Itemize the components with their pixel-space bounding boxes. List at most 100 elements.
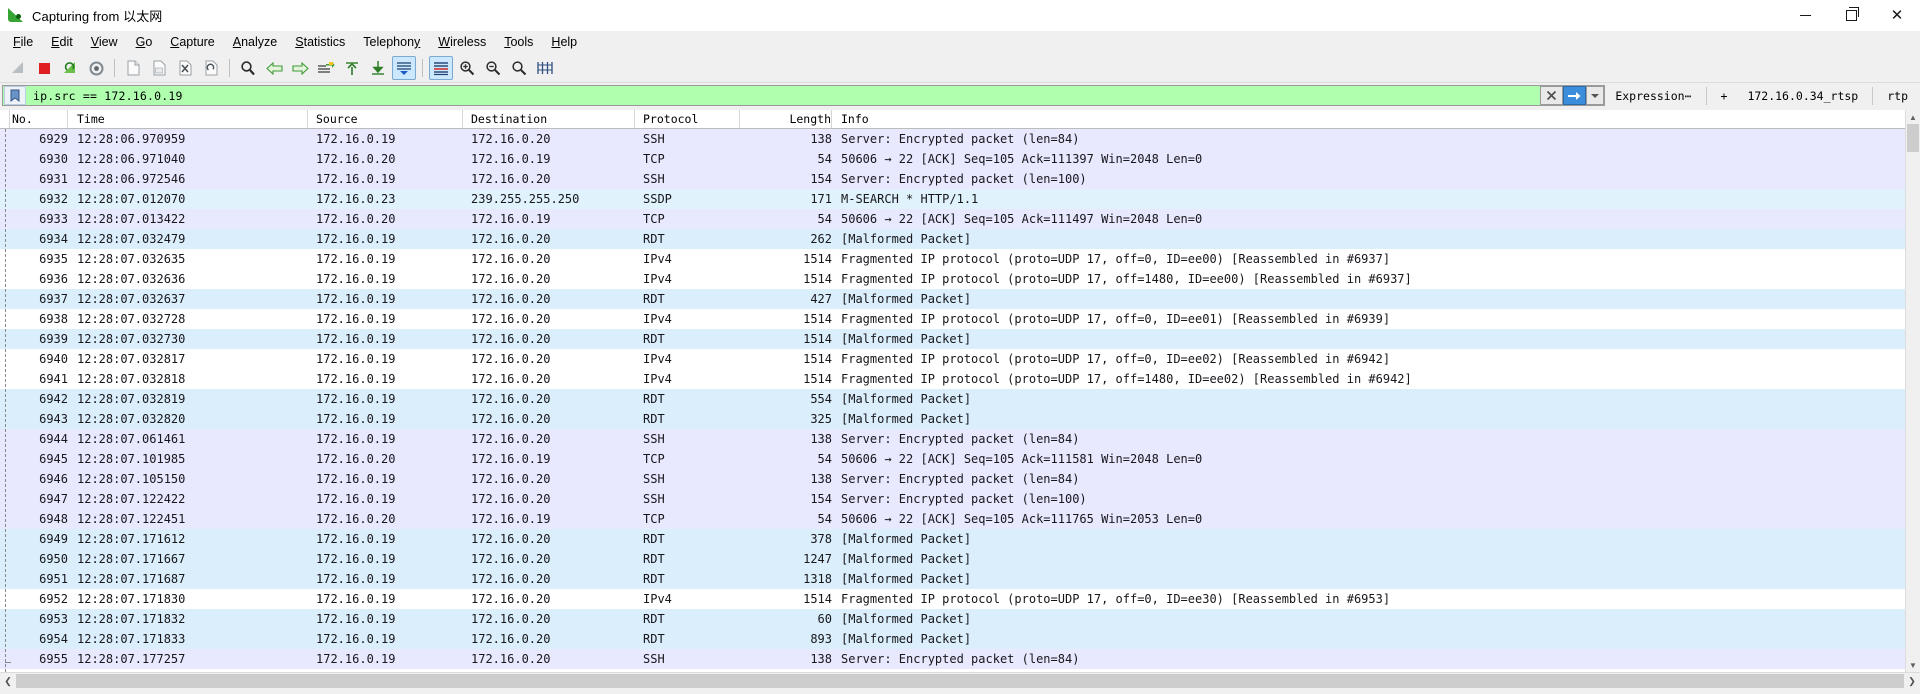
stop-capture-icon[interactable] xyxy=(32,56,56,80)
cell-destination: 172.16.0.19 xyxy=(471,452,551,466)
normal-size-icon[interactable] xyxy=(507,56,531,80)
menu-telephony[interactable]: Telephony xyxy=(363,35,421,49)
auto-scroll-icon[interactable] xyxy=(392,56,416,80)
resize-columns-icon[interactable] xyxy=(533,56,557,80)
menu-wireless[interactable]: Wireless xyxy=(438,35,487,49)
reload-file-icon[interactable] xyxy=(199,56,223,80)
window-title: Capturing from 以太网 xyxy=(32,8,163,24)
column-header-info[interactable]: Info xyxy=(832,110,1920,128)
clear-filter-icon[interactable] xyxy=(1540,86,1564,105)
cell-length: 1514 xyxy=(803,252,832,266)
close-button[interactable]: ✕ xyxy=(1874,0,1920,30)
menu-go[interactable]: Go xyxy=(135,35,153,49)
go-to-last-packet-icon[interactable] xyxy=(366,56,390,80)
menu-view[interactable]: View xyxy=(90,35,118,49)
menu-analyze[interactable]: Analyze xyxy=(232,35,278,49)
minimize-button[interactable] xyxy=(1782,0,1828,30)
vertical-scroll-thumb[interactable] xyxy=(1907,124,1919,152)
maximize-button[interactable] xyxy=(1828,0,1874,30)
cell-time: 12:28:07.122422 xyxy=(77,492,186,506)
filter-expression-button[interactable]: Expression⋯ xyxy=(1615,89,1692,103)
close-file-icon[interactable] xyxy=(173,56,197,80)
menu-help[interactable]: Help xyxy=(551,35,578,49)
colorize-packets-icon[interactable] xyxy=(429,56,453,80)
go-to-first-packet-icon[interactable] xyxy=(340,56,364,80)
open-file-icon[interactable] xyxy=(121,56,145,80)
cell-destination: 172.16.0.20 xyxy=(471,432,551,446)
menu-edit[interactable]: Edit xyxy=(51,35,73,49)
column-header-dst[interactable]: Destination xyxy=(463,110,635,128)
display-filter-input-wrap[interactable]: ip.src == 172.16.0.19 xyxy=(2,85,1606,106)
column-header-proto[interactable]: Protocol xyxy=(635,110,740,128)
display-filter-input[interactable]: ip.src == 172.16.0.19 xyxy=(33,88,183,103)
menu-capture[interactable]: Capture xyxy=(170,35,215,49)
scroll-left-icon[interactable]: ❮ xyxy=(4,675,12,686)
scroll-right-icon[interactable]: ❯ xyxy=(1908,675,1916,686)
go-to-packet-icon[interactable] xyxy=(314,56,338,80)
column-header-src[interactable]: Source xyxy=(308,110,463,128)
horizontal-scroll-thumb[interactable] xyxy=(16,674,1904,688)
scroll-down-icon[interactable]: ▼ xyxy=(1909,660,1917,670)
zoom-out-icon[interactable] xyxy=(481,56,505,80)
go-back-icon[interactable] xyxy=(262,56,286,80)
cell-source: 172.16.0.19 xyxy=(316,312,396,326)
cell-info: Fragmented IP protocol (proto=UDP 17, of… xyxy=(841,312,1391,326)
vertical-scrollbar[interactable]: ▲ ▼ xyxy=(1905,110,1920,672)
horizontal-scrollbar[interactable]: ❮ ❯ xyxy=(0,672,1920,689)
column-header-no[interactable]: No. xyxy=(10,110,68,128)
go-forward-icon[interactable] xyxy=(288,56,312,80)
capture-options-icon[interactable] xyxy=(84,56,108,80)
filter-bookmark-rtp[interactable]: rtp xyxy=(1887,89,1908,103)
table-row[interactable]: 6944 12:28:07.061461 172.16.0.19 172.16.0.2… xyxy=(0,429,1920,449)
cell-source: 172.16.0.19 xyxy=(316,432,396,446)
start-capture-icon[interactable] xyxy=(6,56,30,80)
cell-destination: 172.16.0.20 xyxy=(471,372,551,386)
menu-statistics[interactable]: Statistics xyxy=(295,35,346,49)
toolbar-separator xyxy=(229,59,230,77)
zoom-in-icon[interactable] xyxy=(455,56,479,80)
restart-capture-icon[interactable] xyxy=(58,56,82,80)
bookmark-icon[interactable] xyxy=(4,86,26,105)
add-filter-button-plus[interactable]: + xyxy=(1720,89,1728,103)
cell-no: 6944 xyxy=(39,432,68,446)
cell-time: 12:28:07.061461 xyxy=(77,432,186,446)
filter-history-chevron-icon[interactable] xyxy=(1586,86,1605,105)
column-header-time[interactable]: Time xyxy=(68,110,308,128)
filter-bookmark-rtsp[interactable]: 172.16.0.34_rtsp xyxy=(1747,89,1859,103)
column-header-len[interactable]: Length xyxy=(740,110,832,128)
save-file-icon[interactable] xyxy=(147,56,171,80)
menu-file[interactable]: File xyxy=(13,35,34,49)
scroll-up-icon[interactable]: ▲ xyxy=(1909,112,1917,122)
find-packet-icon[interactable] xyxy=(236,56,260,80)
apply-filter-arrow-icon[interactable] xyxy=(1563,86,1587,105)
menu-tools[interactable]: Tools xyxy=(504,35,534,49)
cell-protocol: SSH xyxy=(643,172,665,186)
